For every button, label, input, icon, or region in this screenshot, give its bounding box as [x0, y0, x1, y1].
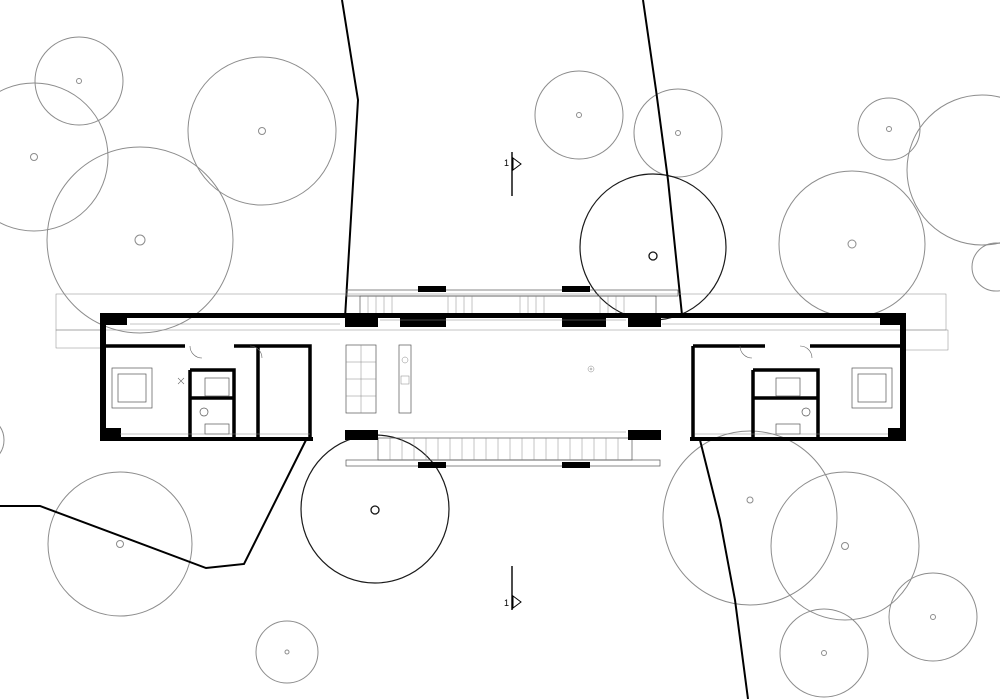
tree: [857, 97, 921, 161]
tree: [300, 434, 450, 584]
tree-canopies: [0, 36, 1000, 698]
tree: [770, 471, 920, 621]
site-boundaries: [0, 0, 749, 699]
upper-deck-slats: [359, 295, 657, 315]
left-wing-rooms: [106, 344, 312, 440]
tree: [662, 430, 838, 606]
section-marker-bottom: 1: [504, 566, 522, 610]
tree: [779, 608, 869, 698]
glazing-lines: [120, 319, 888, 435]
tree: [888, 572, 978, 662]
lower-deck-slats: [377, 437, 633, 461]
tree: [34, 36, 124, 126]
central-living-area: [345, 344, 595, 414]
section-label-top: 1: [504, 158, 509, 168]
tree: [47, 471, 193, 617]
tree: [579, 173, 727, 321]
section-marker-top: 1: [504, 152, 522, 196]
building-walls: [100, 286, 906, 468]
tree: [0, 425, 5, 455]
tree: [971, 242, 1000, 292]
tree: [46, 146, 234, 334]
tree: [778, 170, 926, 318]
section-label-bottom: 1: [504, 598, 509, 608]
right-wing-rooms: [691, 344, 900, 440]
tree: [0, 82, 109, 232]
tree: [187, 56, 337, 206]
tree: [906, 94, 1000, 246]
tree: [633, 88, 723, 178]
highlighted-trees: [300, 173, 727, 584]
tree: [255, 620, 319, 684]
tree: [534, 70, 624, 160]
